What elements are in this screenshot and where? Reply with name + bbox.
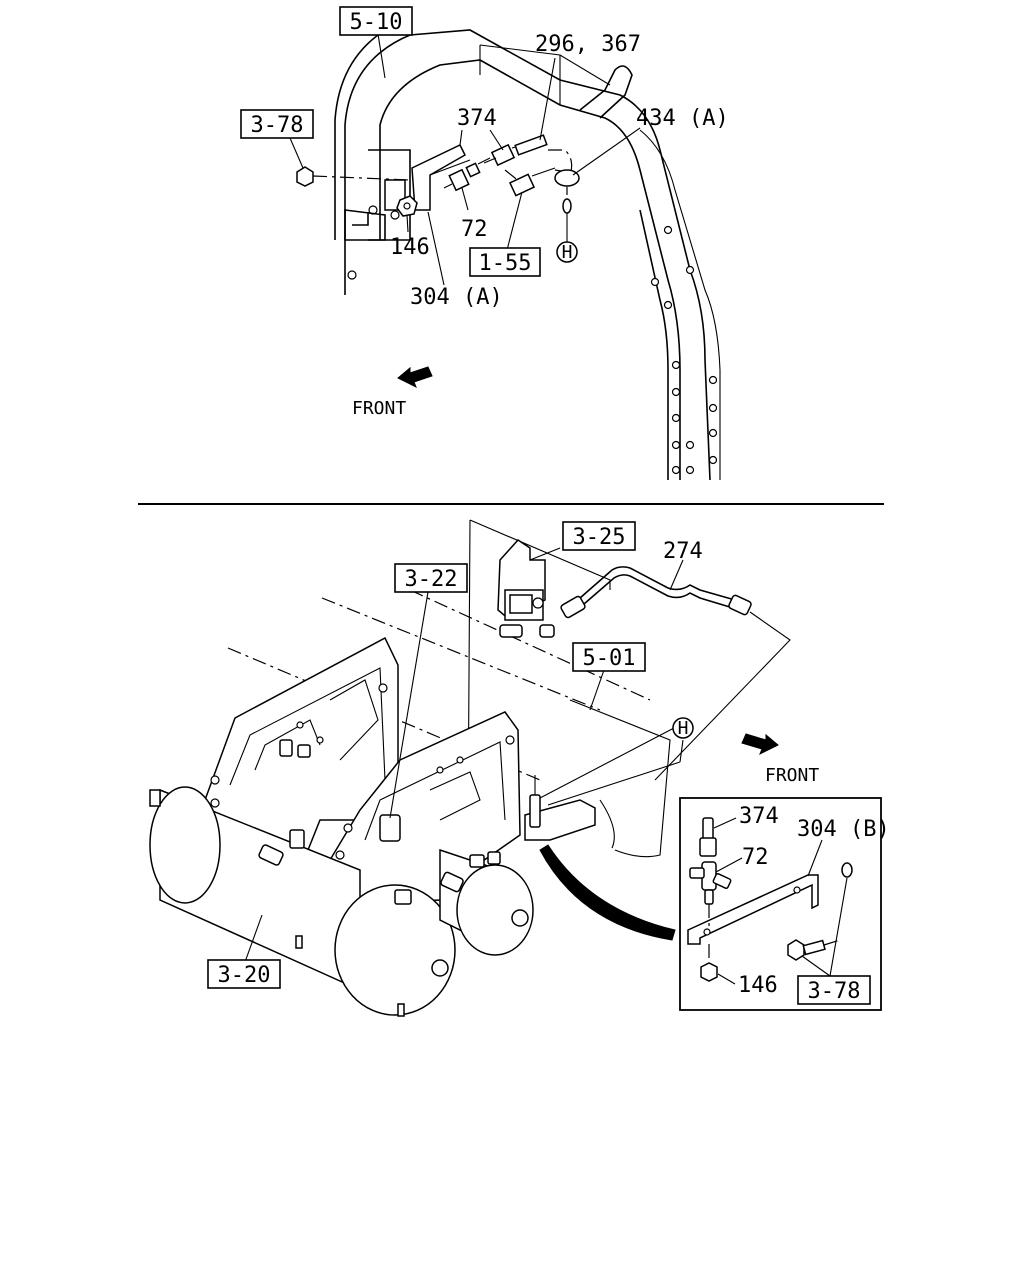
inset-detail: 374 72 304 (B) 146 3-78 [679, 797, 890, 1011]
bottom-leaders [244, 547, 684, 963]
part-label-146-top: 146 [390, 235, 430, 260]
top-leaders [289, 33, 641, 286]
svg-text:H: H [678, 718, 689, 739]
inset-leaders [713, 817, 848, 985]
pipe-274 [560, 566, 791, 781]
valve-assembly-3-25 [497, 539, 555, 638]
top-assembly: 5-10 3-78 1-55 296, 367 374 434 (A) 72 1… [240, 6, 729, 481]
svg-text:3-20: 3-20 [218, 963, 271, 988]
svg-text:3-78: 3-78 [808, 979, 861, 1004]
frame-bar-inner [379, 59, 681, 480]
svg-text:FRONT: FRONT [765, 765, 819, 786]
ref-box-1-55[interactable]: 1-55 [469, 247, 541, 277]
nut-146 [396, 195, 418, 217]
fitting-1-55 [508, 167, 556, 197]
inset-label-146: 146 [738, 973, 778, 998]
frame-holes [347, 205, 718, 475]
part-label-434a: 434 (A) [636, 106, 729, 131]
part-label-274: 274 [663, 539, 703, 564]
ref-box-3-25[interactable]: 3-25 [562, 521, 636, 551]
svg-text:3-22: 3-22 [405, 567, 458, 592]
svg-text:3-25: 3-25 [573, 525, 626, 550]
inset-nut-146 [700, 962, 718, 982]
mount-plate-left [344, 209, 386, 241]
pipe-end [562, 198, 572, 214]
ref-box-3-20[interactable]: 3-20 [207, 959, 281, 989]
front-indicator-top: FRONT [352, 366, 433, 419]
frame-handle [579, 65, 633, 119]
inset-fitting-72 [689, 861, 732, 905]
ref-box-5-01[interactable]: 5-01 [572, 642, 646, 672]
frame-plate-holes [210, 683, 515, 860]
svg-text:FRONT: FRONT [352, 398, 406, 419]
frame-bar-edge2 [639, 209, 669, 480]
svg-text:H: H [562, 242, 573, 263]
inset-fitting-374 [699, 817, 717, 857]
part-label-296-367: 296, 367 [535, 32, 641, 57]
front-arrow-icon [397, 366, 433, 389]
ref-box-3-78-top[interactable]: 3-78 [240, 109, 314, 139]
inset-label-304b: 304 (B) [797, 817, 890, 842]
part-label-304a: 304 (A) [410, 285, 503, 310]
fitting-374 [483, 134, 548, 167]
svg-text:3-78: 3-78 [251, 113, 304, 138]
svg-text:5-10: 5-10 [350, 10, 403, 35]
clamp-434a [554, 169, 580, 187]
ref-box-3-22[interactable]: 3-22 [394, 563, 468, 593]
frame-bar-web [639, 129, 721, 480]
bracket-304b-installed [524, 775, 596, 841]
frame-bar-outer [344, 29, 711, 481]
part-label-72-top: 72 [461, 217, 488, 242]
connector-h-top: H [556, 241, 578, 263]
inset-label-72: 72 [742, 845, 769, 870]
mount-plate-right [368, 149, 411, 241]
connector-h-bottom: H [672, 717, 694, 739]
bottom-assembly: 3-25 3-22 5-01 3-20 274 H FRONT [149, 519, 819, 1017]
part-label-374-top: 374 [457, 106, 497, 131]
ref-box-5-10[interactable]: 5-10 [339, 6, 413, 36]
svg-text:5-01: 5-01 [583, 646, 636, 671]
inset-pointer [539, 844, 676, 941]
front-arrow-icon [741, 733, 779, 756]
inset-bracket-304b [687, 874, 819, 945]
inset-label-374: 374 [739, 804, 779, 829]
bolt-3-78 [296, 166, 411, 187]
chassis-frame-lines [227, 519, 671, 858]
frame-fittings [258, 739, 501, 1017]
front-indicator-bottom: FRONT [741, 733, 819, 786]
ref-box-3-78-inset[interactable]: 3-78 [797, 975, 871, 1005]
air-tank-large [149, 786, 456, 1016]
inset-bolt-3-78 [787, 862, 853, 961]
fitting-72 [443, 157, 491, 192]
svg-text:1-55: 1-55 [479, 251, 532, 276]
